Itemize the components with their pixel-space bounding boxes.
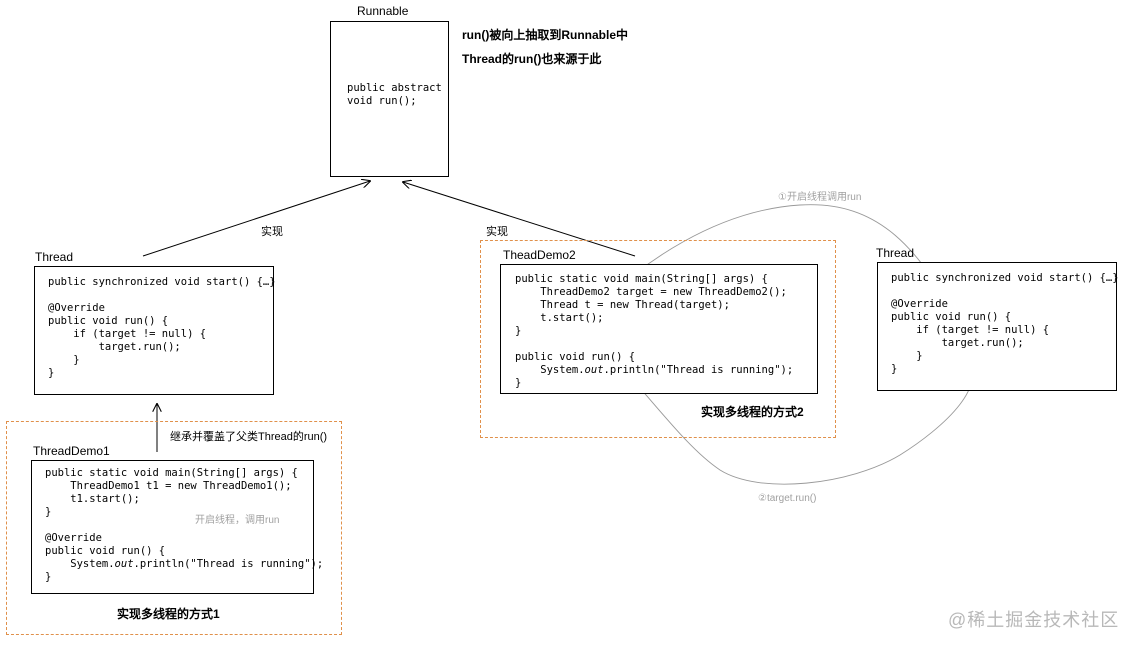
step2-curve [620,351,973,485]
step1-label: ①开启线程调用run [778,192,862,203]
threaddemo1-code: public static void main(String[] args) {… [45,467,323,584]
code-line: public static void main(String[] args) { [515,273,768,285]
code-token-out: out [584,364,604,376]
annotation-line-1: run()被向上抽取到Runnable中 [462,28,628,42]
code-line: } [515,325,522,337]
code-line: System.out.println("Thread is running"); [515,364,793,376]
code-line: @Override [48,302,105,314]
threaddemo1-title: ThreadDemo1 [33,444,110,458]
thread-left-box: public synchronized void start() {…} @Ov… [34,266,276,395]
implement-label-right: 实现 [486,226,508,238]
thread-left-code: public synchronized void start() {…} @Ov… [48,276,276,380]
code-token: .println("Thread is running"); [133,558,324,570]
code-line: if (target != null) { [891,324,1050,336]
approach2-group [480,240,836,438]
inherit-override-label: 继承并覆盖了父类Thread的run() [170,431,328,443]
implement-label-left: 实现 [261,226,283,238]
implements-arrow-right [403,182,636,257]
code-line: @Override [45,532,102,544]
approach1-group [6,421,342,635]
theaddemo2-code: public static void main(String[] args) {… [515,273,793,390]
code-line: Thread t = new Thread(target); [515,299,730,311]
runnable-title: Runnable [357,4,409,18]
code-line: t1.start(); [45,493,140,505]
thread-left-title: Thread [35,250,74,264]
code-line: } [515,377,522,389]
code-line: public void run() { [45,545,166,557]
code-line: t.start(); [515,312,604,324]
code-line: System.out.println("Thread is running"); [45,558,323,570]
thread-right-title: Thread [876,246,915,260]
runnable-code: public abstract void run(); [347,82,442,108]
code-line: ThreadDemo2 target = new ThreadDemo2(); [515,286,787,298]
code-token-out: out [114,558,134,570]
code-token: System. [45,558,115,570]
code-line: } [48,367,55,379]
runnable-box: public abstract void run(); [330,21,449,177]
watermark: @稀土掘金技术社区 [948,610,1120,630]
thread-right-code: public synchronized void start() {…} @Ov… [891,272,1119,376]
theaddemo2-title: TheadDemo2 [503,248,576,262]
thread-right-box: public synchronized void start() {…} @Ov… [877,262,1119,391]
code-line: @Override [891,298,948,310]
implements-arrow-left [142,181,370,257]
code-line: public abstract [347,82,442,94]
code-line: public static void main(String[] args) { [45,467,298,479]
approach2-caption: 实现多线程的方式2 [701,405,804,419]
code-line: } [891,350,923,362]
start-call-run-label: 开启线程，调用run [195,515,280,526]
code-line: target.run(); [48,341,181,353]
code-token: System. [515,364,585,376]
code-token: .println("Thread is running"); [603,364,794,376]
code-line: } [891,363,898,375]
code-line: ThreadDemo1 t1 = new ThreadDemo1(); [45,480,292,492]
code-line: public void run() { [48,315,169,327]
code-line: } [45,571,52,583]
theaddemo2-box: public static void main(String[] args) {… [500,264,818,394]
threaddemo1-box: public static void main(String[] args) {… [31,460,323,594]
approach1-caption: 实现多线程的方式1 [117,607,220,621]
annotation-line-2: Thread的run()也来源于此 [462,52,602,66]
code-line: public void run() { [515,351,636,363]
code-line: } [45,506,52,518]
code-line: public void run() { [891,311,1012,323]
step2-label: ②target.run() [758,493,817,504]
code-line: public synchronized void start() {…} [891,272,1119,284]
code-line: } [48,354,80,366]
code-line: void run(); [347,95,417,107]
code-line: target.run(); [891,337,1024,349]
code-line: public synchronized void start() {…} [48,276,276,288]
code-line: if (target != null) { [48,328,207,340]
